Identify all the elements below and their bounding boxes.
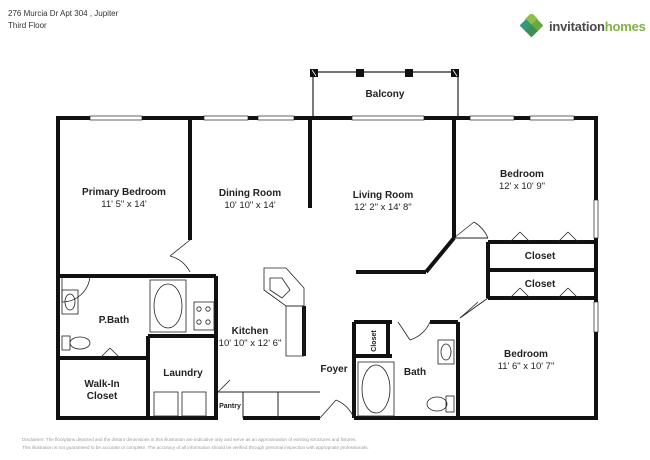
- address-text: 276 Murcia Dr Apt 304 , Jupiter: [8, 9, 119, 18]
- closet-2-label: Closet: [525, 279, 556, 290]
- brand-logo: invitationhomes: [520, 14, 646, 38]
- kitchen-label: Kitchen: [232, 326, 269, 337]
- logo-wordmark: invitationhomes: [549, 18, 646, 34]
- living-room-label: Living Room: [353, 190, 414, 201]
- washer-dryer-icon: [153, 391, 207, 417]
- disclaimer-line-2: This illustration is not guaranteed to b…: [22, 445, 369, 450]
- thin-walls: [218, 237, 489, 418]
- kitchen-dims: 10' 10" x 12' 6": [219, 338, 282, 349]
- balcony-label: Balcony: [366, 89, 405, 100]
- walkin-closet-label-line2: Closet: [87, 391, 118, 402]
- pbath-label: P.Bath: [99, 315, 129, 326]
- doors: [61, 221, 579, 419]
- logo-mark-icon: [520, 14, 544, 38]
- dining-room-dims: 10' 10" x 14': [224, 200, 276, 211]
- bedroom-2-label: Bedroom: [504, 349, 548, 360]
- primary-bedroom-label: Primary Bedroom: [82, 187, 166, 198]
- bedroom-1-dims: 12' x 10' 9": [499, 181, 545, 192]
- pantry-label: Pantry: [219, 403, 241, 410]
- closet-1-label: Closet: [525, 251, 556, 262]
- bath-label: Bath: [404, 367, 426, 378]
- bathtub-icon: [149, 279, 187, 333]
- bedroom-2-dims: 11' 6" x 10' 7": [498, 361, 555, 372]
- bedroom-1-label: Bedroom: [500, 169, 544, 180]
- primary-bedroom-dims: 11' 5" x 14': [101, 199, 147, 210]
- floor-label: Third Floor: [8, 21, 47, 30]
- balcony: [310, 69, 459, 118]
- walkin-closet-label-line1: Walk-In: [84, 379, 119, 390]
- sink-icon: [61, 289, 79, 315]
- kitchen-counter: [263, 267, 305, 357]
- living-room-dims: 12' 2" x 14' 8": [354, 202, 411, 213]
- bath-sink-icon: [437, 339, 455, 365]
- closet-small-label: Closet: [371, 330, 378, 352]
- foyer-label: Foyer: [320, 364, 347, 375]
- bath-toilet-icon: [426, 395, 455, 413]
- toilet-icon: [61, 335, 91, 351]
- bath-tub-icon: [357, 361, 395, 417]
- stove-icon: [193, 301, 215, 331]
- disclaimer-line-1: Disclaimer: The floorplans depicted and …: [22, 437, 357, 442]
- windows: [89, 115, 599, 333]
- laundry-label: Laundry: [163, 368, 203, 379]
- dining-room-label: Dining Room: [219, 188, 281, 199]
